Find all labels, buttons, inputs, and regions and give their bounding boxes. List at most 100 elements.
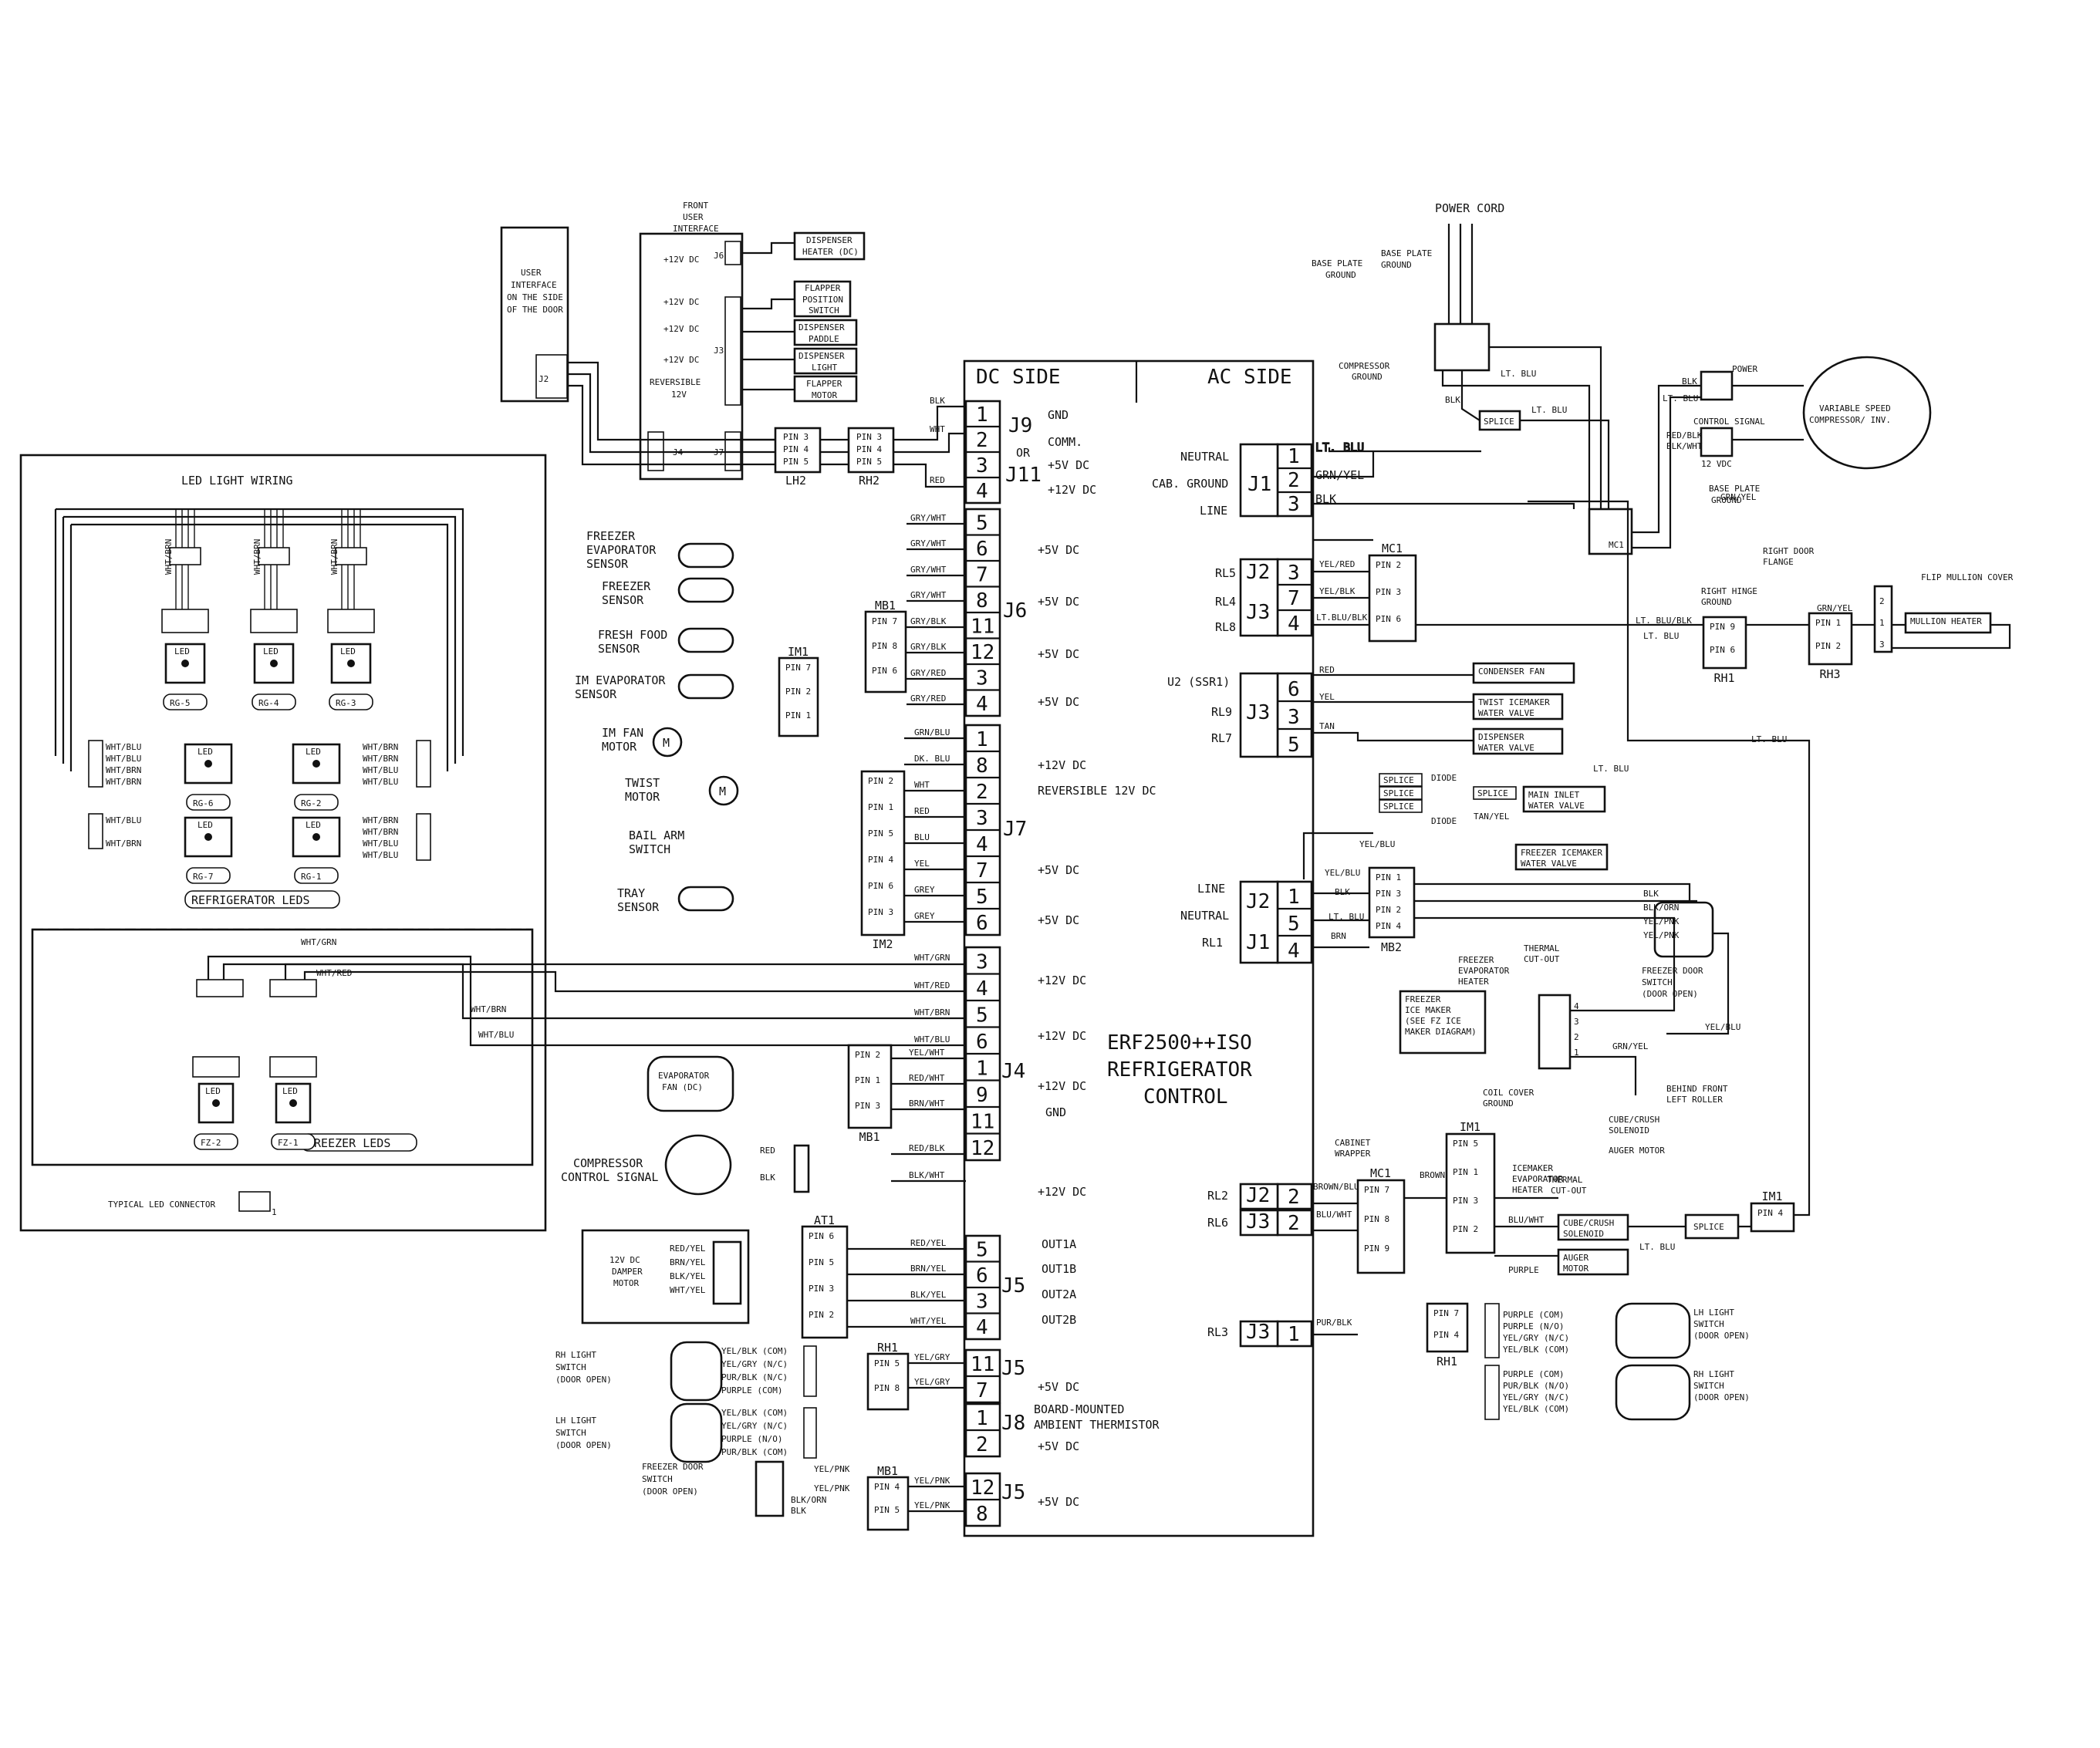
led-body (198, 1082, 235, 1124)
fui-j6: J6 (714, 251, 724, 261)
mb1a-name: MB1 (875, 599, 896, 612)
fui-v2: +12V DC (663, 297, 699, 307)
dc-J7-pin-3: 3 (976, 807, 988, 830)
fz-lbl-brn2: WHT/BRN (471, 1004, 506, 1014)
sensor-5-t0: TWIST (625, 776, 660, 790)
mb1c-name: MB1 (877, 1464, 898, 1478)
sensor-0-t0: FREEZER (586, 529, 636, 543)
w-ltblu-c: LT. BLU (1329, 912, 1364, 922)
im-pin-3: 1 (1574, 1048, 1579, 1058)
j8-name: J8 (1001, 1412, 1025, 1435)
bus-13 (1414, 882, 1691, 903)
sensor-probe-1 (677, 577, 734, 603)
dc-J4-pin-3: 3 (976, 951, 988, 974)
mb1c-1: PIN 5 (874, 1505, 900, 1515)
led-rail-3 (71, 523, 449, 771)
at1-2: PIN 3 (809, 1284, 834, 1294)
auger-box-t0: AUGER (1563, 1253, 1589, 1263)
mb1a-2: PIN 6 (872, 666, 897, 676)
lfrz-w-3: BLK (791, 1506, 806, 1516)
j5c-name: J5 (1001, 1481, 1025, 1504)
led-side-lbl: WHT/BRN (106, 777, 141, 787)
conn3-0: 2 (1879, 596, 1885, 606)
ac-RL2-frame (1276, 1183, 1313, 1210)
fui-v5: REVERSIBLE (650, 377, 701, 387)
fz-lbl-blu2: WHT/BLU (478, 1030, 514, 1040)
ice-maker-t1: ICE MAKER (1405, 1005, 1451, 1015)
mc1r-p0: PIN 2 (1376, 560, 1401, 570)
ac-J2J1-name-frame (1239, 880, 1279, 964)
rl5: RL5 (1215, 566, 1236, 580)
dc-connector-pins: 1234567811123418234756345619111256341171… (964, 400, 1001, 1527)
j4-wlbl-3: RED/BLK (909, 1143, 945, 1153)
load-light-2: LIGHT (812, 363, 837, 373)
llh-w-3: PUR/BLK (COM) (721, 1447, 788, 1457)
led-top-pinlbl: WHT/BRN (252, 539, 262, 575)
ac-J2J1-pin-5: 5 (1288, 913, 1300, 936)
lfrz-sw-icon (755, 1460, 785, 1517)
j4-wlbl-0: YEL/WHT (909, 1048, 945, 1058)
dc-J4-pin-4: 4 (976, 977, 988, 1001)
im1r-p2: PIN 3 (1453, 1196, 1478, 1206)
led-tag (294, 867, 339, 884)
dc-J4-pin-12: 12 (971, 1137, 994, 1160)
lrh-conn (803, 1345, 817, 1397)
lrh-w-0: YEL/BLK (COM) (721, 1346, 788, 1356)
im-pin-1: 3 (1574, 1017, 1579, 1027)
rrh-w-3: YEL/BLK (COM) (1503, 1404, 1569, 1414)
led-side-conn (416, 813, 431, 861)
led-side-conn (88, 740, 103, 788)
led-text: LED (340, 646, 356, 656)
mb1c-0: PIN 4 (874, 1482, 900, 1492)
led-dot (212, 1099, 220, 1107)
lfrz-w-0: YEL/PNK (814, 1464, 850, 1474)
compressor-1: VARIABLE SPEED (1819, 403, 1891, 413)
w-red-r: RED (1319, 665, 1335, 675)
rlh-sw-icon (1615, 1302, 1691, 1359)
twist-valve-t1: WATER VALVE (1478, 708, 1534, 718)
led-tag (252, 693, 296, 710)
rlh-sw-1: SWITCH (1693, 1319, 1724, 1329)
typical-pin-1: 1 (272, 1207, 277, 1217)
j7-sig1: +12V DC (1038, 758, 1086, 772)
fui-j3: J3 (714, 346, 724, 356)
ac-J3b-pin-3: 3 (1288, 706, 1300, 729)
led-side-conn (88, 813, 103, 849)
led-side-lbl: WHT/BRN (363, 742, 398, 752)
led-side-lbl: WHT/BLU (363, 777, 398, 787)
rh3r-p0: PIN 1 (1815, 618, 1841, 628)
led-title: LED LIGHT WIRING (181, 474, 293, 488)
led-dot (312, 760, 320, 768)
j7-wlbl-4: BLU (914, 832, 930, 842)
damper-w-2: BLK/YEL (670, 1271, 706, 1281)
im2-0: PIN 2 (868, 776, 893, 786)
side-user-interface: USER INTERFACE ON THE SIDE OF THE DOOR J… (500, 226, 569, 403)
ac-RL6-name-frame (1239, 1209, 1279, 1237)
rh3r-p1: PIN 2 (1815, 641, 1841, 651)
rh1r-p0: PIN 9 (1710, 622, 1735, 632)
sensor-probe-2 (677, 627, 734, 653)
fz-wire-blu (207, 955, 964, 1047)
splice-t-1: SPLICE (1383, 788, 1414, 798)
dc-J4-pin-9: 9 (976, 1084, 988, 1107)
frz-leds-caption: FREEZER LEDS (307, 1136, 390, 1150)
dc-J7-pin-2: 2 (976, 781, 988, 804)
board-title-line2: REFRIGERATOR (1107, 1058, 1252, 1082)
damper-t2: DAMPER (612, 1267, 643, 1277)
front-ui-loads: DISPENSER HEATER (DC) FLAPPER POSITION S… (793, 231, 866, 403)
led-side-conn (416, 740, 431, 788)
compressor-2: COMPRESSOR/ INV. (1809, 415, 1891, 425)
rh2-name: RH2 (859, 474, 880, 488)
llh-w-2: PURPLE (N/O) (721, 1434, 782, 1444)
twist-valve-box (1472, 693, 1564, 720)
auger-lbl: AUGER MOTOR (1609, 1146, 1665, 1156)
coil-ground-0: COIL COVER (1483, 1088, 1534, 1098)
mc1l-p0: PIN 7 (1364, 1185, 1389, 1195)
ac-J3b-pin-6: 6 (1288, 678, 1300, 701)
at1-0: PIN 6 (809, 1231, 834, 1241)
im1r-p3: PIN 2 (1453, 1224, 1478, 1234)
led-RG-4: RG-4 (258, 698, 279, 708)
w-ltblu-a: LT. BLU (1501, 369, 1536, 379)
j5c-sig: +5V DC (1038, 1495, 1079, 1509)
